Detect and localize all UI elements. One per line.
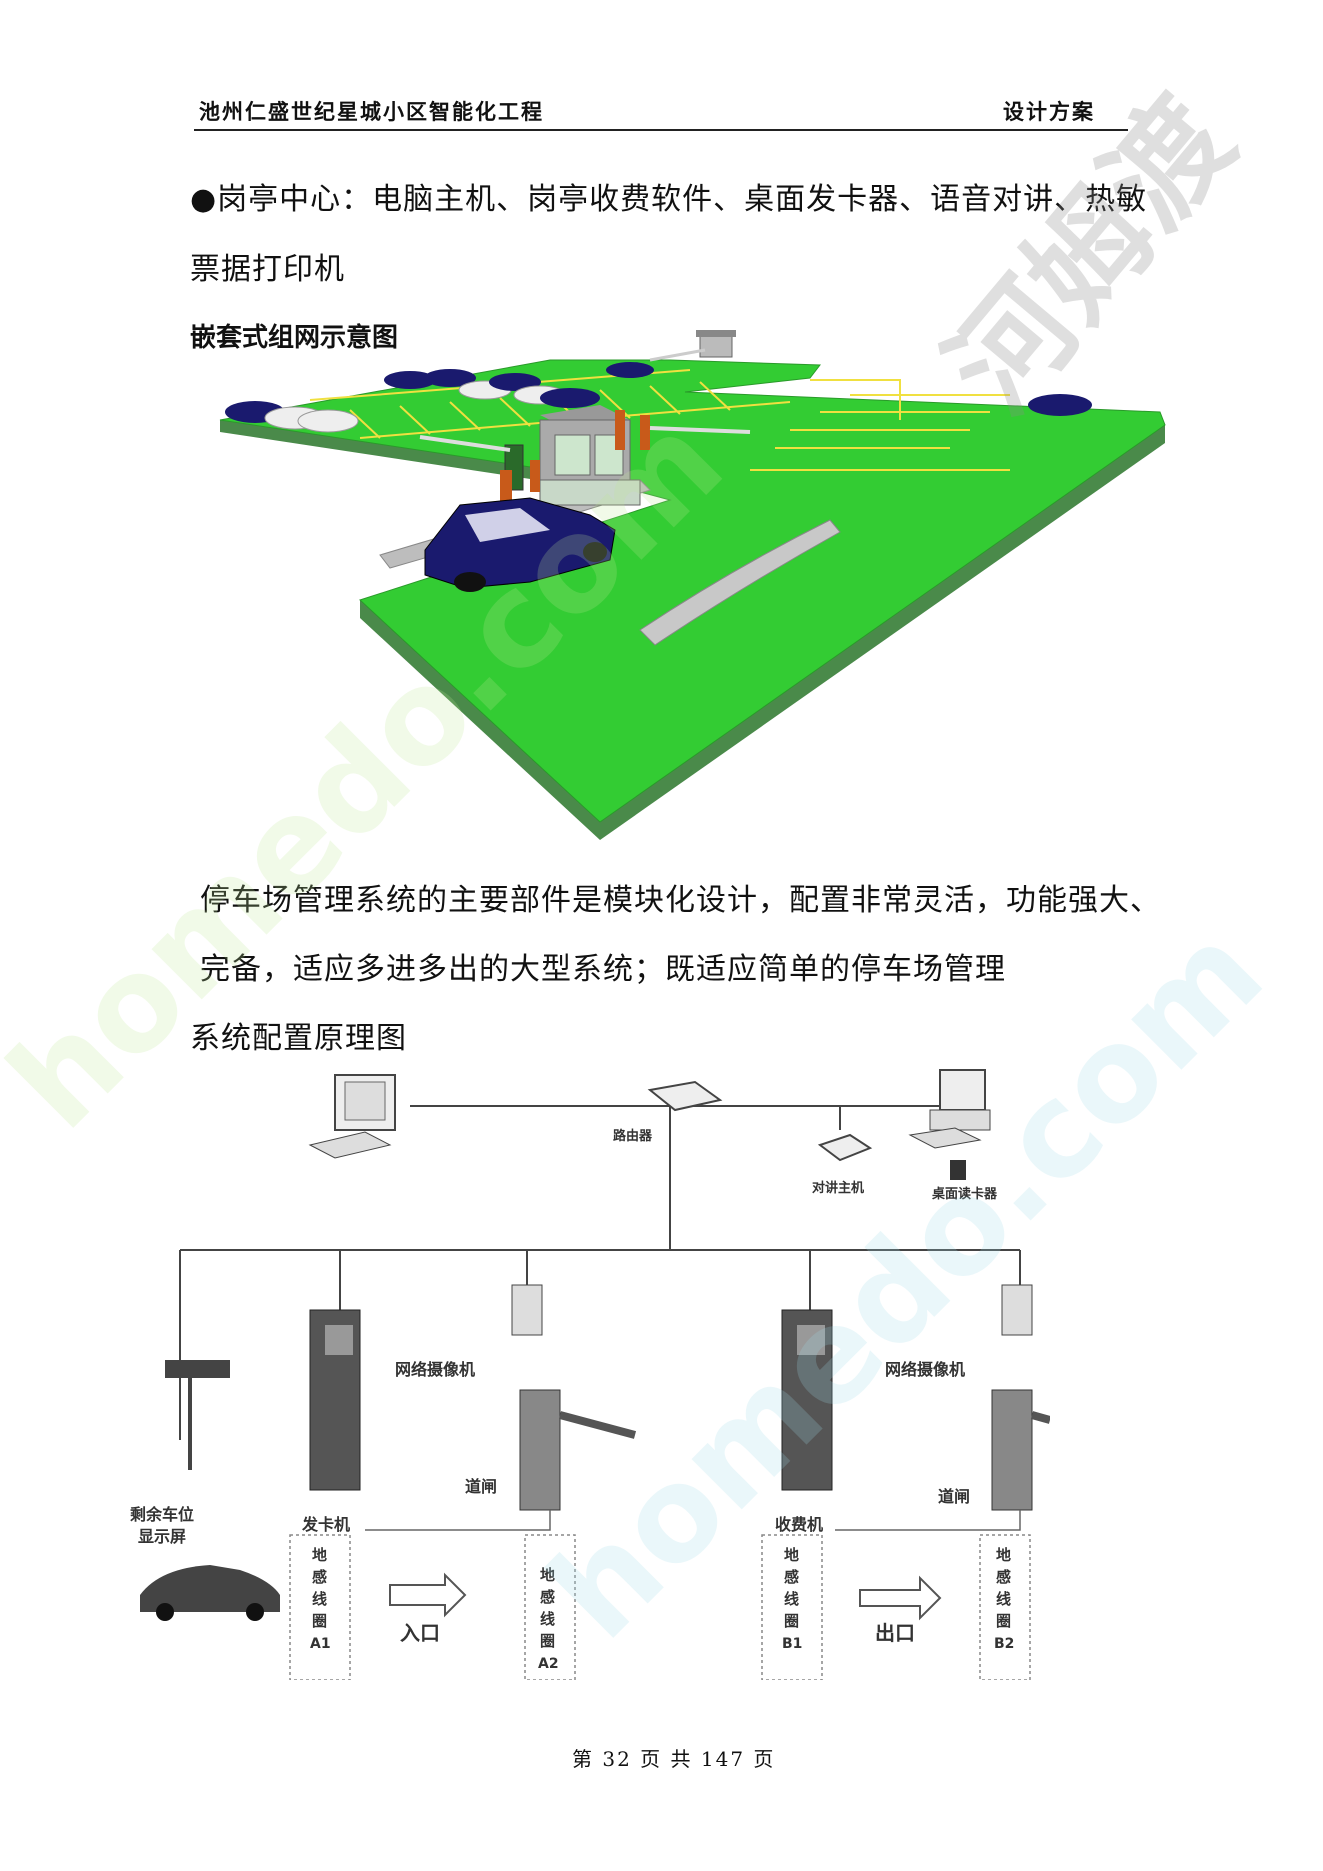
loop-b1-c0: 地: [784, 1546, 799, 1564]
figure2-title: 系统配置原理图: [190, 1021, 407, 1056]
router-label: 路由器: [613, 1128, 653, 1144]
loop-a2-c0: 地: [540, 1566, 555, 1584]
loop-a1-c0: 地: [312, 1546, 327, 1564]
header-project-title: 池州仁盛世纪星城小区智能化工程: [199, 100, 544, 124]
paragraph-line-1: 停车场管理系统的主要部件是模块化设计，配置非常灵活，功能强大、: [200, 883, 1161, 918]
loop-b2-c3: 圈: [996, 1612, 1011, 1630]
car-icon: [140, 1565, 280, 1621]
header-rule: [194, 129, 1128, 131]
gate-right-label: 道闸: [938, 1487, 970, 1506]
loop-b2-c4: B2: [994, 1636, 1014, 1652]
gate-left-label: 道闸: [465, 1477, 497, 1496]
gate-left-icon: [519, 1389, 637, 1511]
front-car: [424, 497, 616, 592]
camera-right-label: 网络摄像机: [885, 1360, 965, 1379]
figure1-title: 嵌套式组网示意图: [190, 323, 399, 353]
exit-label: 出口: [875, 1621, 915, 1645]
loop-a1-c2: 线: [312, 1590, 327, 1608]
exit-arrow-icon: [859, 1575, 942, 1621]
page-number: 第 32 页 共 147 页: [572, 1747, 776, 1771]
display-screen-icon: [165, 1360, 230, 1470]
desk-reader-label: 桌面读卡器: [932, 1186, 998, 1202]
camera-left-label: 网络摄像机: [395, 1360, 475, 1379]
loop-a2-c1: 感: [540, 1588, 555, 1606]
intercom-label: 对讲主机: [812, 1180, 864, 1196]
router-icon: [647, 1080, 723, 1112]
display-label-line1: 剩余车位: [130, 1505, 194, 1524]
loop-b1-c2: 线: [784, 1590, 799, 1608]
gate-right-icon: [991, 1389, 1050, 1511]
parked-cars: [225, 362, 1092, 433]
loop-b1-c3: 圈: [784, 1612, 799, 1630]
camera-right-icon: [1001, 1284, 1033, 1336]
card-dispenser-label: 发卡机: [301, 1515, 350, 1534]
loop-b2-c0: 地: [996, 1546, 1011, 1564]
toll-machine-icon: [781, 1309, 833, 1491]
paragraph-line-2: 完备，适应多进多出的大型系统；既适应简单的停车场管理: [200, 952, 1006, 987]
bullet-line-2: 票据打印机: [190, 252, 345, 287]
computer-icon: [308, 1074, 396, 1159]
loop-a2-c2: 线: [540, 1610, 555, 1628]
header-doc-type: 设计方案: [1003, 100, 1095, 124]
loop-a1-c1: 感: [312, 1568, 327, 1586]
loop-a2-c4: A2: [538, 1656, 559, 1672]
loop-a2-c3: 圈: [540, 1632, 555, 1650]
entrance-label: 入口: [400, 1621, 440, 1645]
loop-a1-c3: 圈: [312, 1612, 327, 1630]
bullet-line-1: ●岗亭中心：电脑主机、岗亭收费软件、桌面发卡器、语音对讲、热敏: [190, 182, 1148, 217]
barrier-post-right: [615, 410, 625, 450]
loop-b1-c1: 感: [784, 1568, 799, 1586]
system-config-diagram: 路由器 对讲主机 桌面读卡器 剩余车位 显示屏 发卡机 网络摄像机 道闸 收费机: [130, 1069, 1050, 1680]
loop-b2-c1: 感: [996, 1568, 1011, 1586]
loop-a1-c4: A1: [310, 1636, 331, 1652]
entrance-arrow-icon: [389, 1572, 467, 1618]
camera-left-icon: [511, 1284, 543, 1336]
loop-b1-c4: B1: [782, 1636, 802, 1652]
desktop-pc-icon: [908, 1069, 991, 1180]
toll-machine-label: 收费机: [775, 1515, 823, 1534]
intercom-icon: [817, 1133, 873, 1162]
display-label-line2: 显示屏: [138, 1527, 186, 1546]
loop-b2-c2: 线: [996, 1590, 1011, 1608]
parking-lot-illustration: [219, 330, 1166, 840]
card-dispenser-icon: [309, 1309, 361, 1491]
